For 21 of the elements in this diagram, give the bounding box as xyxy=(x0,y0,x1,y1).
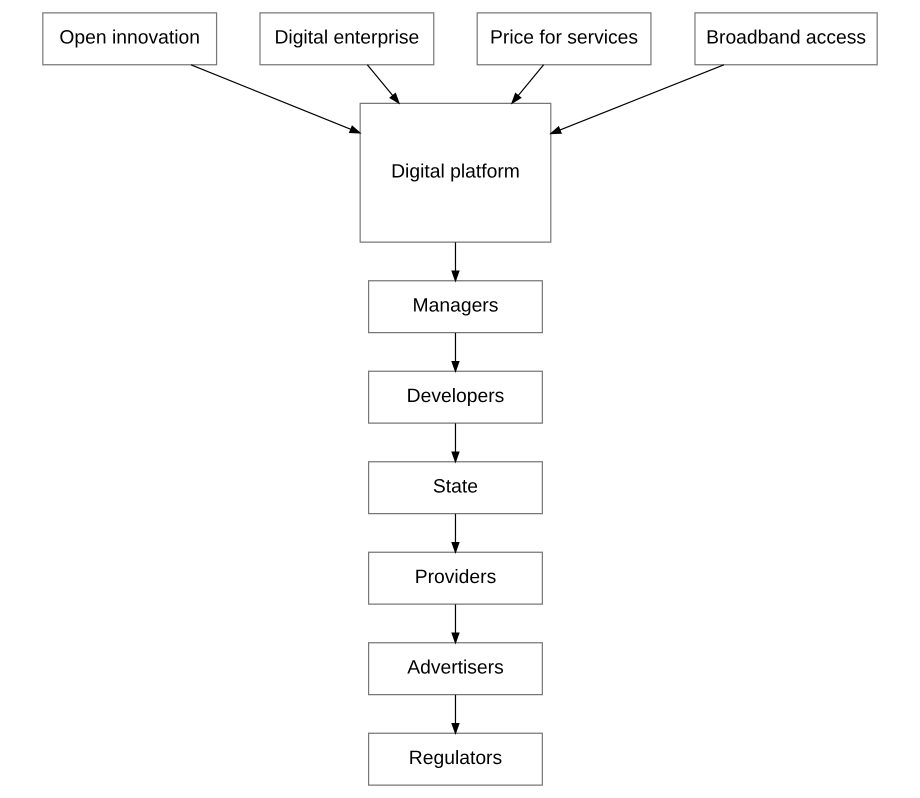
node-box: Providers xyxy=(368,552,543,605)
arrow xyxy=(510,64,544,104)
node-box: Advertisers xyxy=(368,642,543,696)
node-box: Digital enterprise xyxy=(259,12,434,66)
arrow xyxy=(549,64,724,134)
arrow xyxy=(451,332,460,374)
node-box: State xyxy=(368,461,543,514)
node-box: Digital platform xyxy=(360,102,552,243)
arrow xyxy=(451,604,460,645)
arrow xyxy=(190,64,362,134)
arrow xyxy=(451,694,460,736)
arrow xyxy=(451,514,460,554)
node-box: Price for services xyxy=(476,12,652,66)
node-box: Open innovation xyxy=(42,12,218,66)
node-box: Developers xyxy=(368,370,543,424)
node-box: Regulators xyxy=(368,732,543,786)
node-box: Managers xyxy=(368,280,543,334)
arrow xyxy=(451,423,460,464)
arrow xyxy=(451,242,460,283)
node-box: Broadband access xyxy=(694,12,878,66)
arrow xyxy=(366,64,400,104)
